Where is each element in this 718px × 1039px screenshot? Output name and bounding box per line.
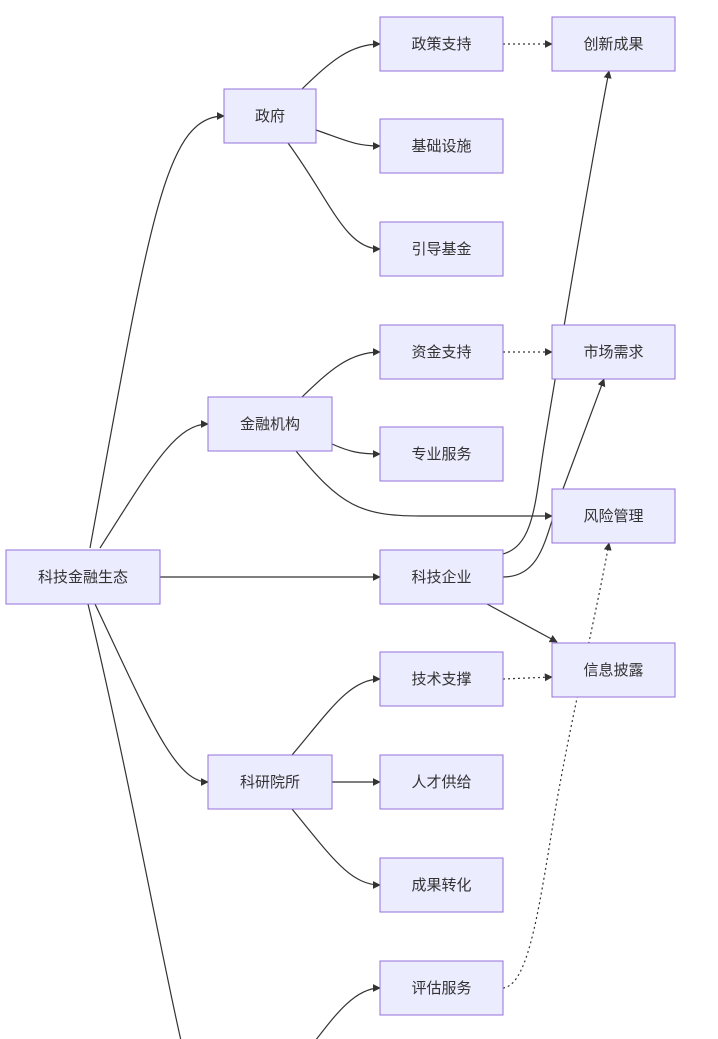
node-root-box [5,549,161,605]
node-info-box [551,642,676,698]
edge-assess-to-risk [502,542,612,989]
edge-gov-to-policy [301,40,381,90]
node-guide-label: 引导基金 [411,240,471,258]
node-gov-box [223,88,317,144]
node-prof-box [379,426,504,482]
edge-res-to-techsup [291,675,381,756]
node-talent-label: 人才供给 [411,773,471,791]
node-risk-box [551,488,676,544]
edge-fin-to-prof [331,443,381,458]
node-res[interactable]: 科研院所 [207,754,333,810]
edge-root-to-assess-a [87,603,182,1039]
node-infra-label: 基础设施 [411,137,471,155]
node-transfer-label: 成果转化 [411,876,471,894]
edge-root-to-fin [99,420,209,549]
node-infra-box [379,118,504,174]
node-prof[interactable]: 专业服务 [379,426,504,482]
node-root-label: 科技金融生态 [38,568,128,586]
node-transfer[interactable]: 成果转化 [379,857,504,913]
node-policy-box [379,16,504,72]
node-risk[interactable]: 风险管理 [551,488,676,544]
node-assess-box [379,960,504,1016]
node-capital[interactable]: 资金支持 [379,324,504,380]
node-guide[interactable]: 引导基金 [379,221,504,277]
node-fin-label: 金融机构 [240,415,300,433]
node-techsup-label: 技术支撑 [411,670,471,688]
edge-res-to-transfer [291,808,381,889]
edge-gov-to-infra [315,129,381,150]
edge-gov-to-guide [287,142,381,253]
edge-root-to-gov [89,112,225,549]
node-info-label: 信息披露 [583,661,643,679]
edge-tech-to-info [486,603,558,643]
node-capital-box [379,324,504,380]
node-innov-label: 创新成果 [583,35,643,53]
node-prof-label: 专业服务 [411,445,471,463]
edge-tech-to-innov [502,70,612,555]
node-fin-box [207,396,333,452]
node-res-label: 科研院所 [240,773,300,791]
nodes: 科技金融生态 政府 金融机构 科研院所 政策支持 基础设施 引导基金 资金支持 [5,16,676,1016]
edge-root-to-assess-b [315,984,381,1039]
node-risk-label: 风险管理 [583,507,643,525]
node-assess[interactable]: 评估服务 [379,960,504,1016]
node-tech-box [379,549,504,605]
edge-techsup-to-info [502,673,553,682]
node-innov[interactable]: 创新成果 [551,16,676,72]
node-techsup[interactable]: 技术支撑 [379,651,504,707]
node-capital-label: 资金支持 [411,343,471,361]
node-market-label: 市场需求 [583,343,643,361]
edge-fin-to-risk [295,450,553,520]
node-policy-label: 政策支持 [411,35,471,53]
edge-root-to-res [94,603,209,786]
node-techsup-box [379,651,504,707]
edges [87,40,612,1039]
node-fin[interactable]: 金融机构 [207,396,333,452]
node-talent[interactable]: 人才供给 [379,754,504,810]
node-market-box [551,324,676,380]
node-res-box [207,754,333,810]
edge-fin-to-capital [301,348,381,398]
node-gov[interactable]: 政府 [223,88,317,144]
node-assess-label: 评估服务 [411,979,471,997]
node-info[interactable]: 信息披露 [551,642,676,698]
node-gov-label: 政府 [255,107,285,125]
node-market[interactable]: 市场需求 [551,324,676,380]
node-guide-box [379,221,504,277]
node-infra[interactable]: 基础设施 [379,118,504,174]
edge-tech-to-market [502,378,606,578]
node-talent-box [379,754,504,810]
node-transfer-box [379,857,504,913]
node-tech-label: 科技企业 [411,568,471,586]
node-tech[interactable]: 科技企业 [379,549,504,605]
node-root[interactable]: 科技金融生态 [5,549,161,605]
node-innov-box [551,16,676,72]
node-policy[interactable]: 政策支持 [379,16,504,72]
